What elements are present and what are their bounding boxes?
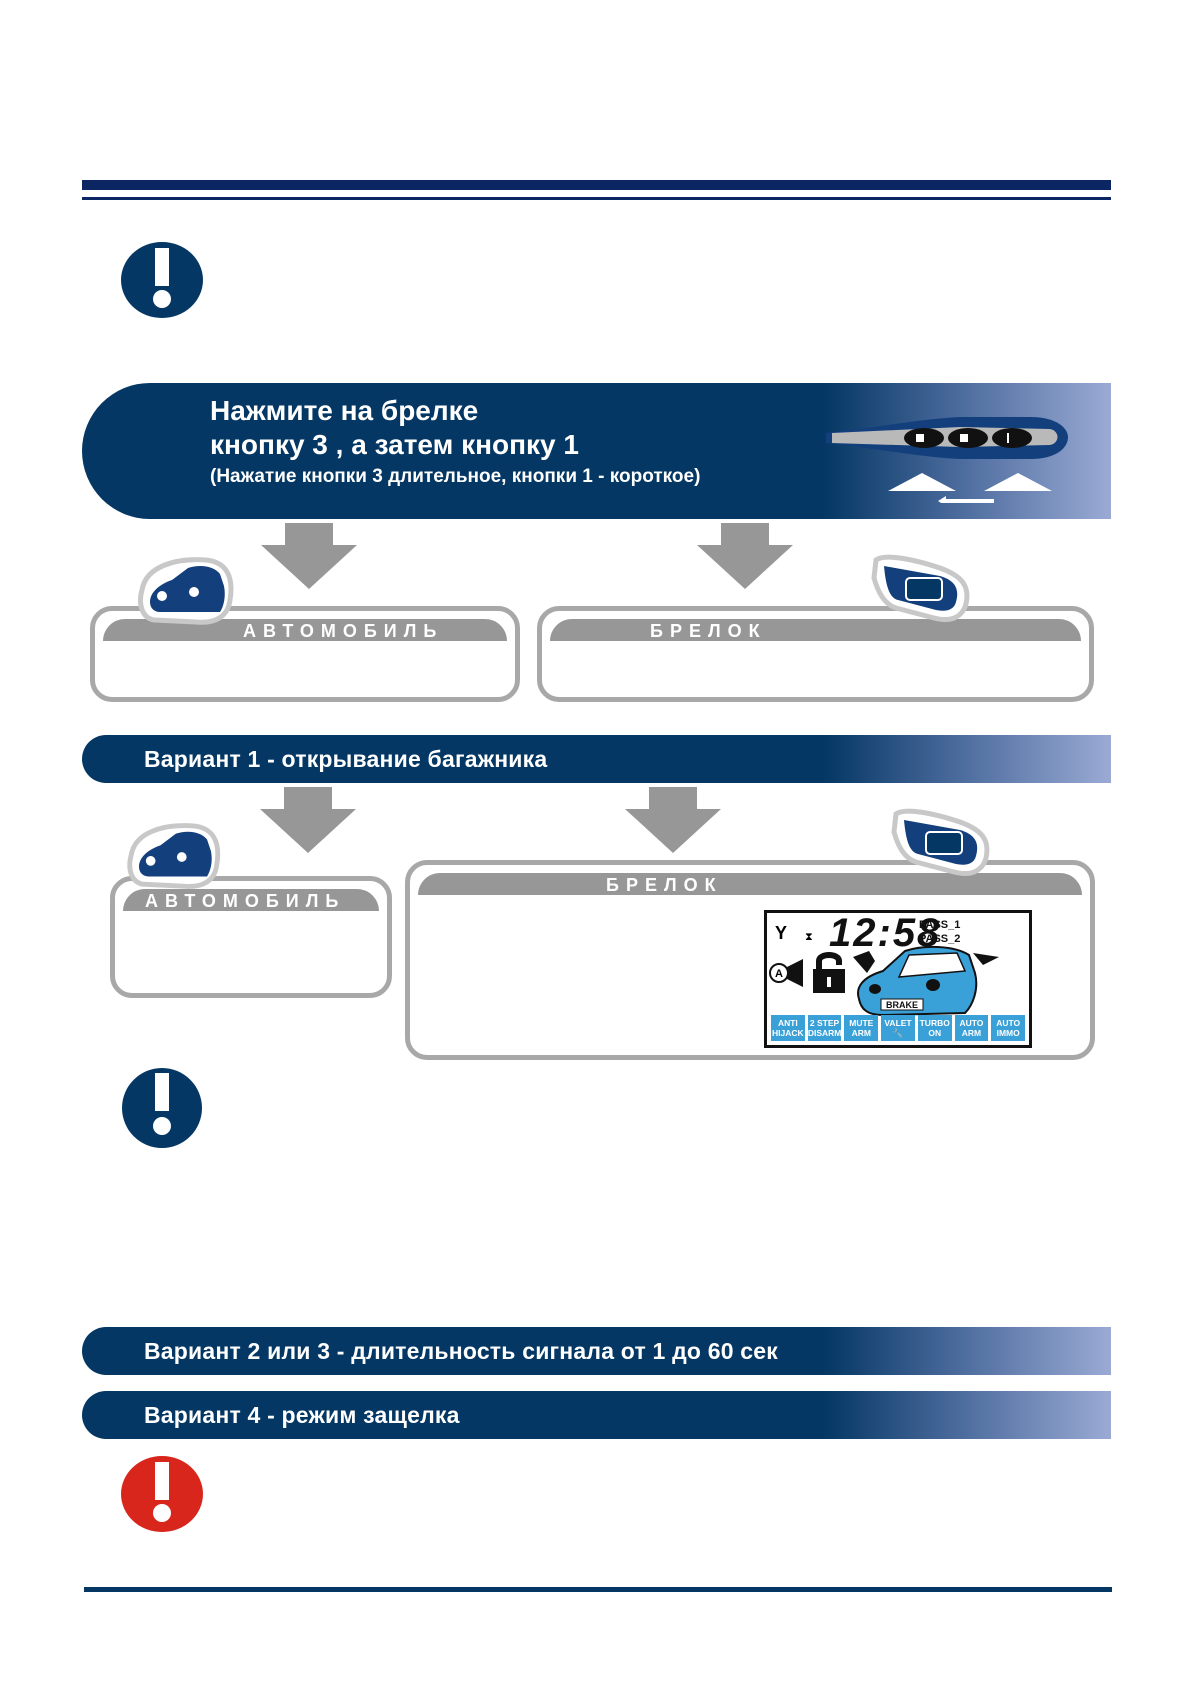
lock-icon	[916, 434, 924, 442]
warning-red-icon	[121, 1456, 203, 1532]
instruction-note: (Нажатие кнопки 3 длительное, кнопки 1 -…	[210, 466, 701, 487]
fob-result-label: БРЕЛОК	[650, 621, 767, 641]
unlock-icon	[960, 434, 968, 442]
lcd-plate: BRAKE	[886, 1000, 918, 1010]
fob-result-header: БРЕЛОК	[550, 619, 1081, 641]
siren-icon: A	[769, 959, 803, 987]
warning-icon	[122, 1068, 202, 1148]
instruction-line-1: Нажмите на брелке	[210, 395, 479, 426]
warning-icon	[121, 242, 203, 318]
arrow-down-icon	[260, 787, 356, 853]
variant-1-banner: Вариант 1 - открывание багажника	[82, 735, 1111, 783]
svg-text:A: A	[775, 968, 783, 980]
variant-1-car-box: АВТОМОБИЛЬ	[110, 876, 392, 998]
remote-fob-icon	[871, 554, 970, 622]
arrow-down-icon	[625, 787, 721, 853]
variant-1-fob-label: БРЕЛОК	[606, 875, 723, 895]
remote-fob-icon	[891, 808, 990, 876]
variant-1-fob-header: БРЕЛОК	[418, 873, 1082, 895]
lcd-button-valet: VALET🔧	[881, 1015, 915, 1041]
variant-4-banner: Вариант 4 - режим защелка	[82, 1391, 1111, 1439]
arrow-left-icon	[938, 496, 994, 503]
key-fob-illustration	[826, 417, 1068, 503]
header-rule-thin	[82, 197, 1111, 200]
arrow-down-icon	[697, 523, 793, 589]
instruction-banner: Нажмите на брелке кнопку 3 , а затем кно…	[82, 383, 1111, 519]
variant-2-3-banner: Вариант 2 или 3 - длительность сигнала о…	[82, 1327, 1111, 1375]
variant-1-car-header: АВТОМОБИЛЬ	[123, 889, 379, 911]
channel-icon	[1007, 433, 1009, 443]
variant-2-3-title: Вариант 2 или 3 - длительность сигнала о…	[144, 1338, 779, 1364]
instruction-line-2: кнопку 3 , а затем кнопку 1	[210, 429, 579, 460]
antenna-icon: Y	[775, 923, 788, 943]
arrow-down-icon	[261, 523, 357, 589]
wrench-icon: 🔧	[892, 1028, 904, 1038]
fob-button-1	[904, 428, 944, 448]
fob-button-2	[948, 428, 988, 448]
press-indicator-1	[984, 473, 1052, 491]
variant-1-title: Вариант 1 - открывание багажника	[144, 746, 548, 772]
press-indicator-3	[888, 473, 956, 491]
car-lcd-icon: BRAKE	[853, 945, 999, 1017]
lcd-pass-2: PASS_2	[919, 933, 961, 945]
lock-icon	[813, 952, 845, 993]
lcd-pass-1: PASS_1	[919, 919, 961, 931]
variant-1-car-label: АВТОМОБИЛЬ	[145, 891, 346, 911]
variant-4-title: Вариант 4 - режим защелка	[144, 1402, 460, 1428]
car-icon	[127, 823, 221, 889]
fob-result-box: БРЕЛОК	[537, 606, 1094, 702]
header-rule-thick	[82, 180, 1111, 190]
footer-rule	[84, 1587, 1112, 1592]
hourglass-icon: ⧗	[805, 931, 813, 943]
car-result-label: АВТОМОБИЛЬ	[243, 621, 444, 641]
fob-button-3	[992, 428, 1032, 448]
car-icon	[138, 557, 234, 625]
